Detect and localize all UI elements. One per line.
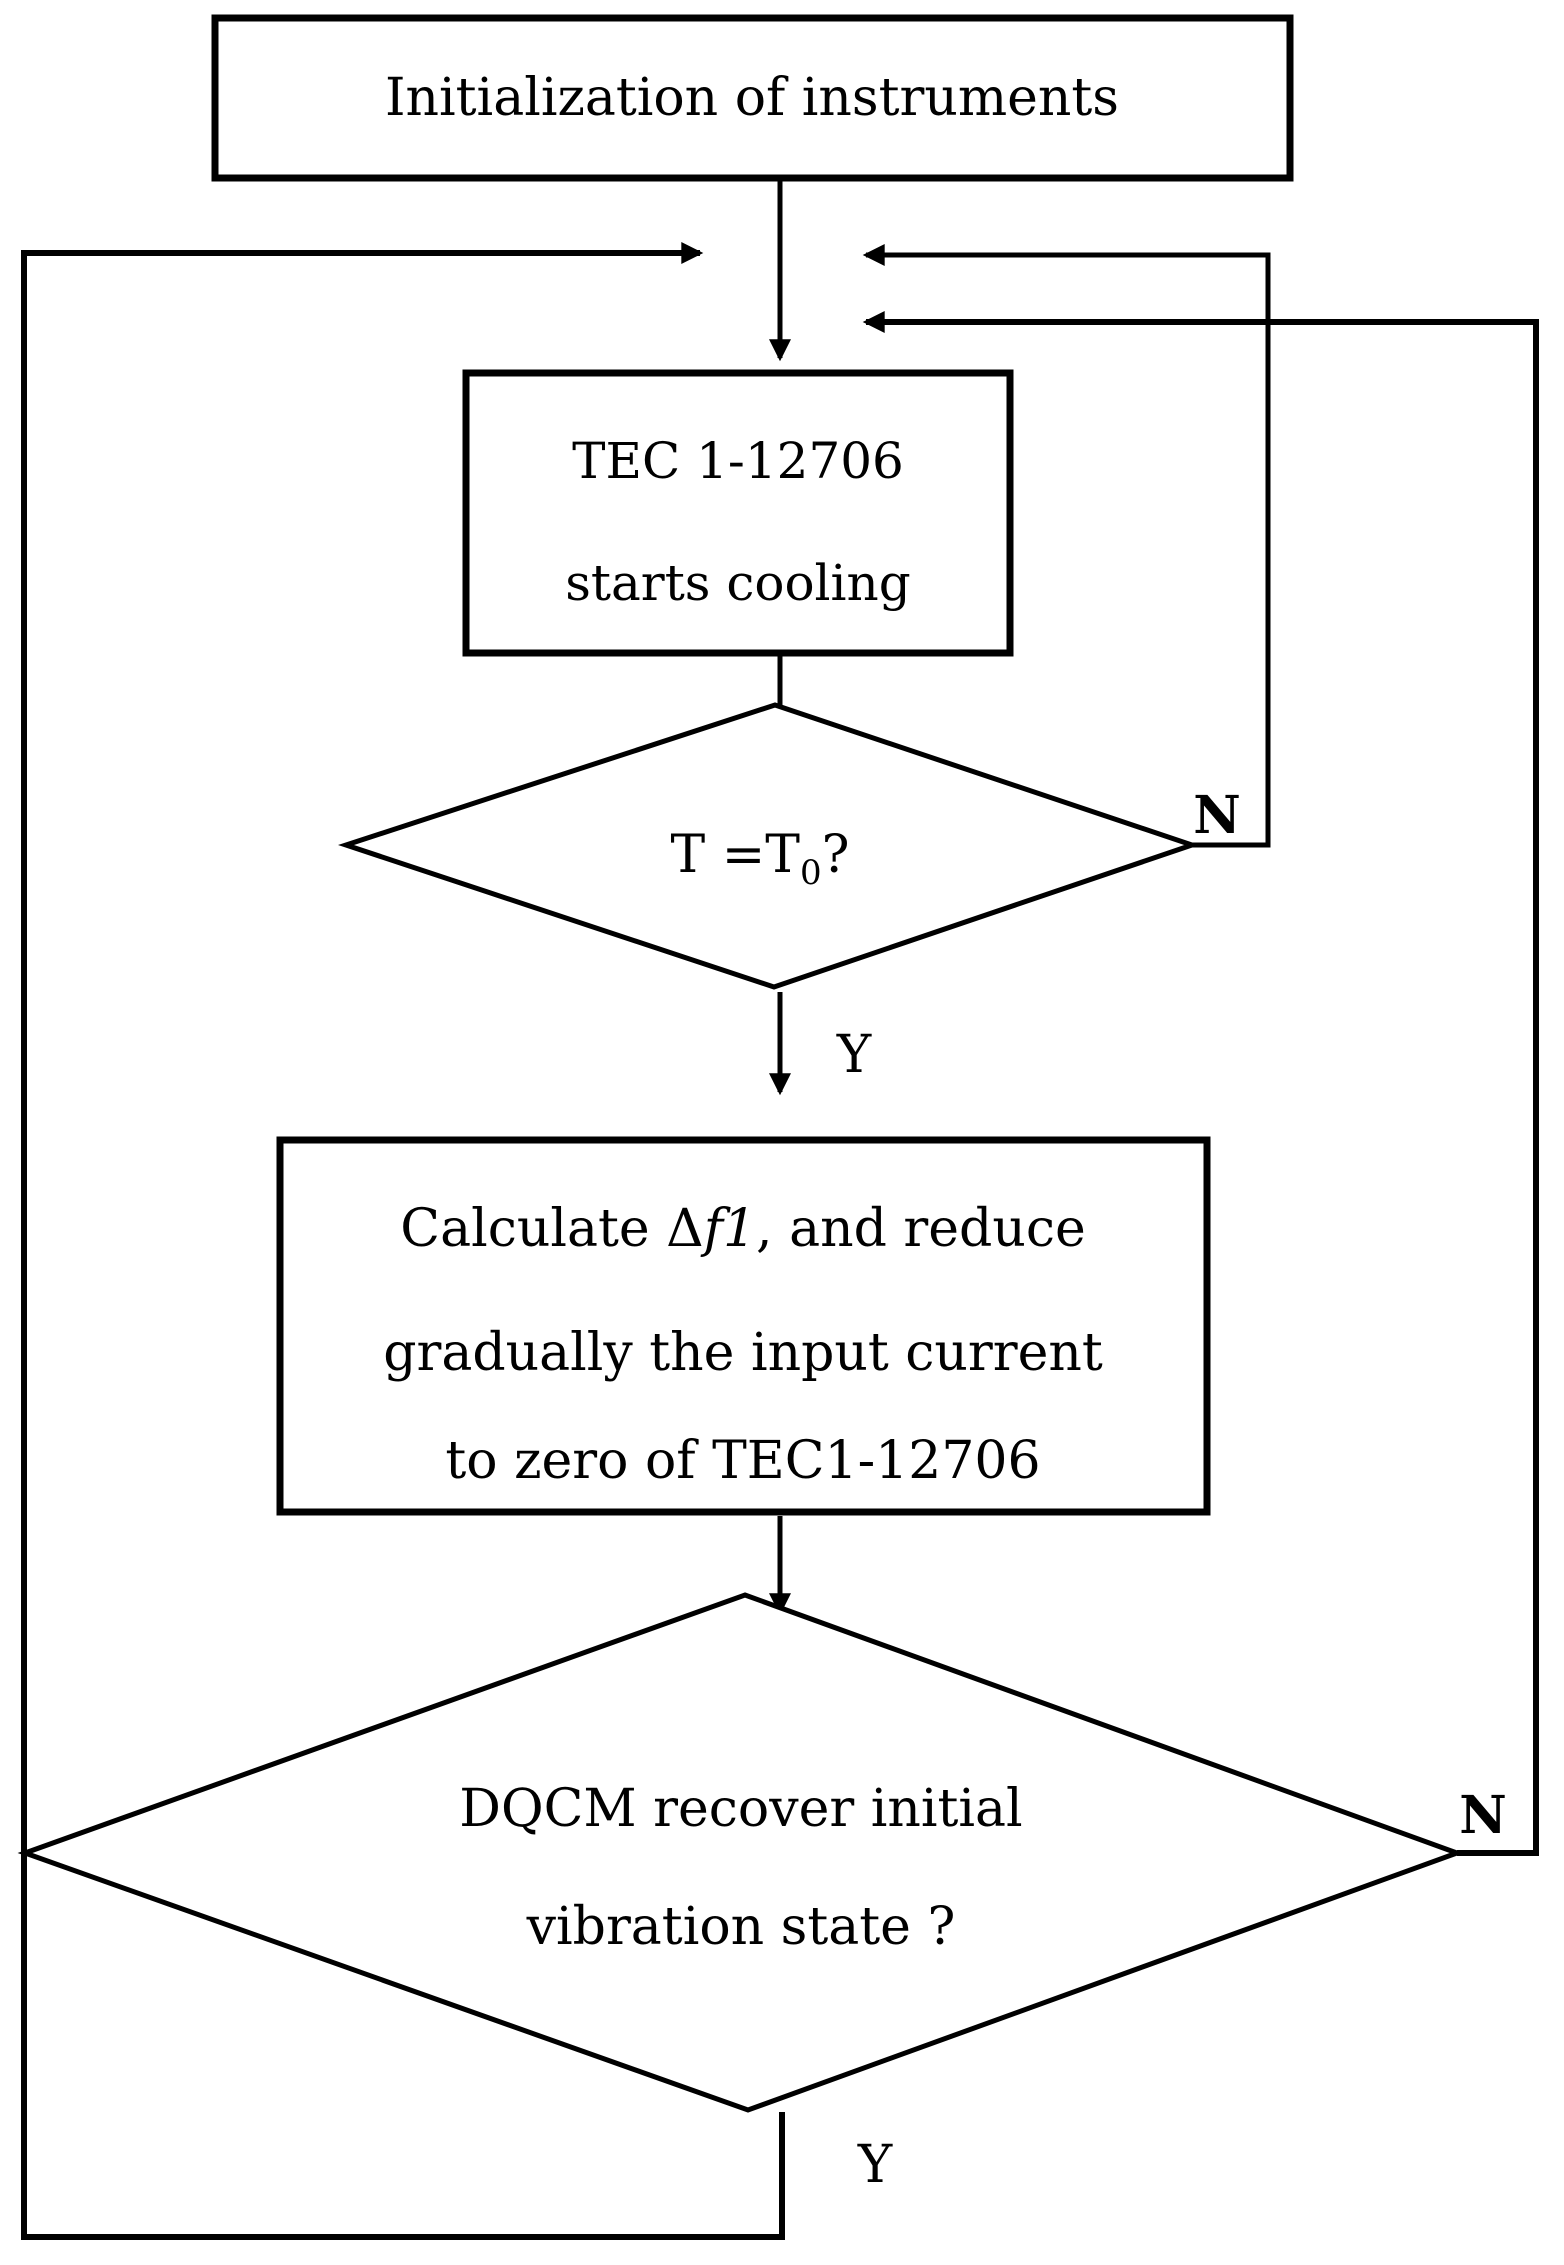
start-box-label: Initialization of instruments [385,68,1119,128]
calculate-box-line-3: to zero of TEC1-12706 [445,1431,1040,1491]
calculate-box-line-1: Calculate Δf1, and reduce [400,1199,1085,1259]
calculate-box [276,1136,1211,1516]
cooling-box [462,369,1014,657]
cooling-box-line-2: starts cooling [565,554,911,612]
recover-decision-line-1: DQCM recover initial [459,1779,1022,1839]
recover-yes-loop-path [21,242,785,2240]
recover-decision-line-2: vibration state ? [526,1897,956,1957]
recover-no-loop-path [862,311,1539,1856]
calculate-box-line-2: gradually the input current [383,1323,1103,1383]
recover-yes-label: Y [857,2135,893,2195]
recover-decision-diamond [17,1592,1465,2113]
temp-decision-label: T =T0? [671,825,850,893]
cooling-box-line-1: TEC 1-12706 [572,432,904,490]
temp-decision-diamond [338,702,1200,990]
temp-no-loop-path [862,244,1271,848]
recover-no-label: N [1459,1785,1507,1846]
temp-yes-label: Y [836,1025,872,1085]
temp-no-label: N [1193,785,1241,846]
start-box [211,14,1294,182]
